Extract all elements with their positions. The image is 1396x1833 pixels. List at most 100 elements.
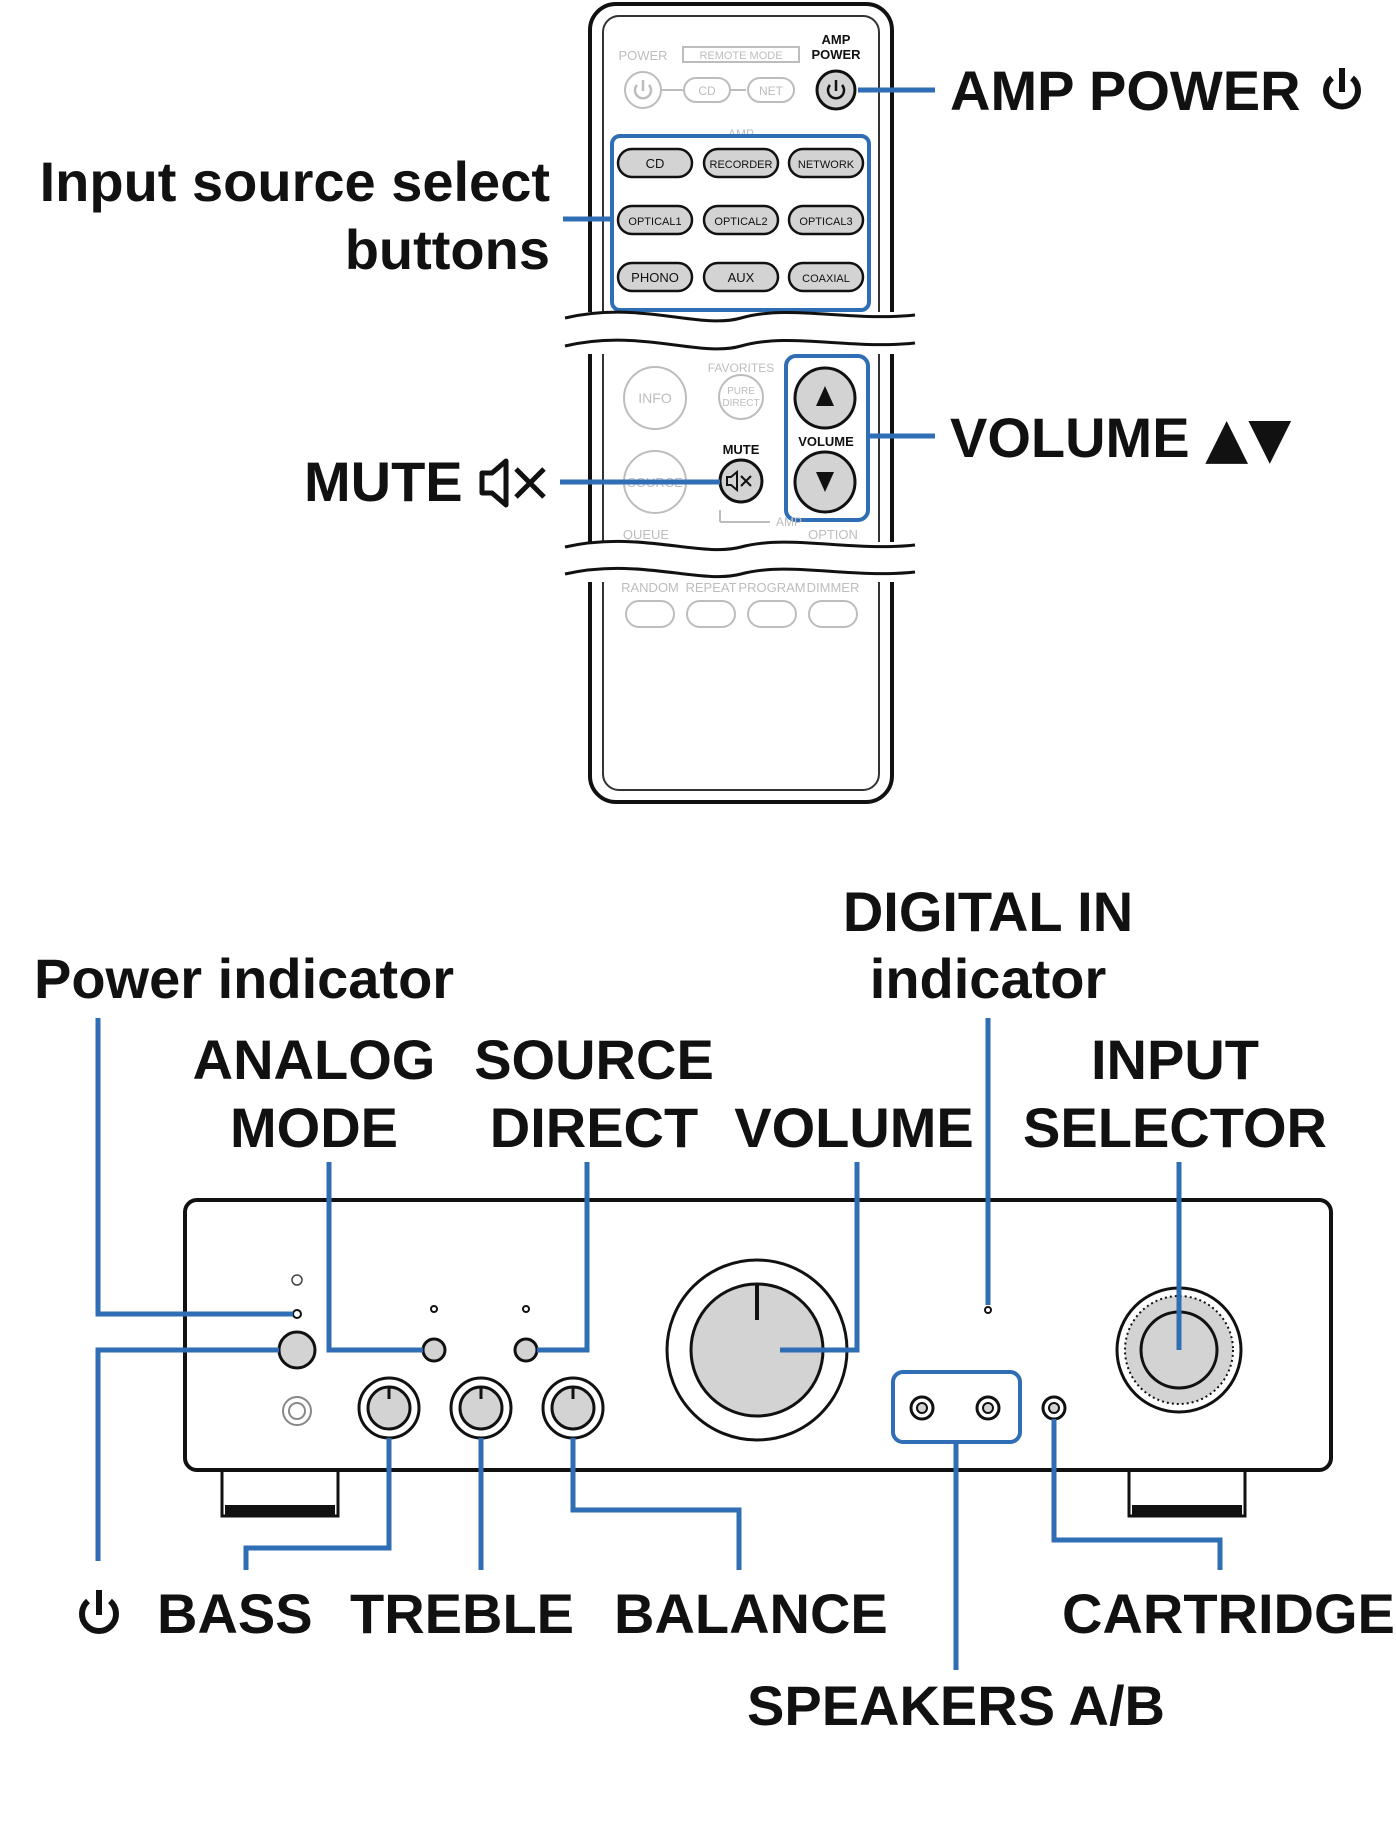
input-button-label: COAXIAL — [802, 273, 850, 285]
volume-label: VOLUME — [798, 434, 854, 449]
bottom-button-label: PROGRAM — [738, 580, 805, 595]
balance-callout — [570, 1438, 742, 1570]
source-direct-callout — [537, 1162, 590, 1353]
standby-power-icon — [79, 1590, 119, 1634]
input-button-recorder[interactable] — [702, 147, 780, 179]
volume-down-arrow-icon — [816, 472, 834, 492]
remote-power-label: POWER — [618, 48, 667, 63]
input-button-label: OPTICAL1 — [628, 216, 681, 228]
remote-net-mode-label: NET — [759, 84, 784, 98]
input-buttons-highlight — [610, 134, 871, 312]
amp-power-callout-text: AMP POWER — [950, 59, 1301, 122]
input-button-network[interactable] — [787, 147, 865, 179]
input-select-callout-line1: Input source select — [39, 150, 550, 213]
analog-mode-callout-line1: ANALOG — [192, 1028, 436, 1091]
input-button-cd[interactable] — [616, 147, 694, 179]
bottom-button-label: REPEAT — [685, 580, 736, 595]
info-button[interactable] — [623, 366, 687, 430]
input-button-phono[interactable] — [616, 261, 694, 293]
power-button[interactable] — [277, 1330, 317, 1370]
bottom-button-dimmer[interactable] — [808, 600, 858, 628]
cartridge-callout-label: CARTRIDGE — [1062, 1582, 1395, 1645]
source-direct-button[interactable] — [513, 1337, 539, 1363]
source-direct-indicator — [522, 1305, 530, 1313]
input-button-label: NETWORK — [798, 159, 855, 171]
power-indicator-callout — [95, 1018, 293, 1317]
mute-callout-label: MUTE — [304, 448, 463, 516]
volume-knob-callout — [780, 1162, 860, 1353]
amp-section-label: AMP — [776, 515, 802, 529]
balance-knob[interactable] — [541, 1376, 605, 1440]
amp-callout-lines — [95, 1018, 1223, 1670]
amplifier-front-panel — [183, 1198, 1333, 1518]
power-indicator-callout-label: Power indicator — [34, 947, 455, 1010]
remote-mode-label: REMOTE MODE — [699, 50, 782, 62]
analog-mode-callout-line2: MODE — [230, 1096, 398, 1159]
source-direct-callout-line1: SOURCE — [474, 1028, 714, 1091]
bottom-button-label: RANDOM — [621, 580, 679, 595]
treble-callout-label: TREBLE — [350, 1582, 574, 1645]
bottom-button-program[interactable] — [747, 600, 797, 628]
input-button-aux[interactable] — [702, 261, 780, 293]
input-button-label: OPTICAL2 — [714, 216, 767, 228]
mute-label: MUTE — [723, 442, 760, 457]
source-direct-callout-line2: DIRECT — [489, 1096, 699, 1159]
mute-callout-text: MUTE — [304, 450, 463, 513]
pure-direct-label-1: PURE — [727, 386, 755, 397]
digital-in-indicator — [984, 1306, 992, 1314]
bass-callout-label: BASS — [157, 1582, 313, 1645]
input-button-label: PHONO — [631, 270, 679, 285]
bottom-button-label: DIMMER — [807, 580, 860, 595]
mute-button-icon — [726, 469, 752, 493]
volume-knob-callout-label: VOLUME — [734, 1096, 974, 1159]
remote-callout-lines — [560, 87, 935, 485]
remote-cd-mode-button[interactable] — [683, 77, 731, 103]
amp-power-callout-label: AMP POWER — [950, 57, 1301, 125]
mute-icon — [479, 458, 546, 508]
digital-in-callout-line2: indicator — [869, 947, 1107, 1010]
digital-in-callout-line1: DIGITAL IN — [842, 880, 1134, 943]
input-selector-callout-line1: INPUT — [1091, 1028, 1259, 1091]
volume-callout-label: VOLUME ▲▼ — [950, 404, 1291, 473]
analog-mode-button[interactable] — [421, 1337, 447, 1363]
input-button-label: OPTICAL3 — [799, 216, 852, 228]
power-icon — [1323, 68, 1361, 110]
analog-mode-indicator — [430, 1305, 438, 1313]
treble-knob[interactable] — [449, 1376, 513, 1440]
balance-callout-label: BALANCE — [614, 1582, 888, 1645]
input-button-label: AUX — [728, 270, 755, 285]
amp-power-label-top: AMP — [822, 32, 851, 47]
input-button-coaxial[interactable] — [787, 261, 865, 293]
power-button-callout — [95, 1347, 279, 1561]
power-indicator-top — [291, 1274, 303, 1286]
amp-power-label-bottom: POWER — [811, 47, 861, 62]
bass-knob[interactable] — [357, 1376, 421, 1440]
volume-arrows-icon: ▲▼ — [1205, 406, 1292, 471]
pure-direct-button[interactable] — [718, 374, 764, 420]
input-button-optical1[interactable] — [616, 204, 694, 236]
input-selector-callout-line2: SELECTOR — [1023, 1096, 1327, 1159]
analog-mode-callout — [326, 1162, 423, 1353]
info-button-label: INFO — [638, 390, 672, 406]
cartridge-callout — [1051, 1419, 1223, 1570]
bass-callout — [243, 1438, 392, 1570]
remote-power-icon — [633, 80, 653, 100]
pure-direct-label-2: DIRECT — [722, 398, 759, 409]
queue-label: QUEUE — [623, 527, 670, 542]
remote-cd-mode-label: CD — [698, 84, 716, 98]
power-indicator — [292, 1309, 302, 1319]
input-button-optical3[interactable] — [787, 204, 865, 236]
option-label: OPTION — [808, 527, 858, 542]
volume-knob[interactable] — [665, 1258, 849, 1442]
bottom-button-random[interactable] — [625, 600, 675, 628]
input-button-optical2[interactable] — [702, 204, 780, 236]
amp-power-button-icon — [826, 80, 846, 100]
input-button-label: RECORDER — [710, 159, 773, 171]
remote-net-mode-button[interactable] — [747, 77, 795, 103]
bottom-button-repeat[interactable] — [686, 600, 736, 628]
speakers-callout-label: SPEAKERS A/B — [746, 1674, 1165, 1737]
favorites-label: FAVORITES — [708, 361, 774, 375]
